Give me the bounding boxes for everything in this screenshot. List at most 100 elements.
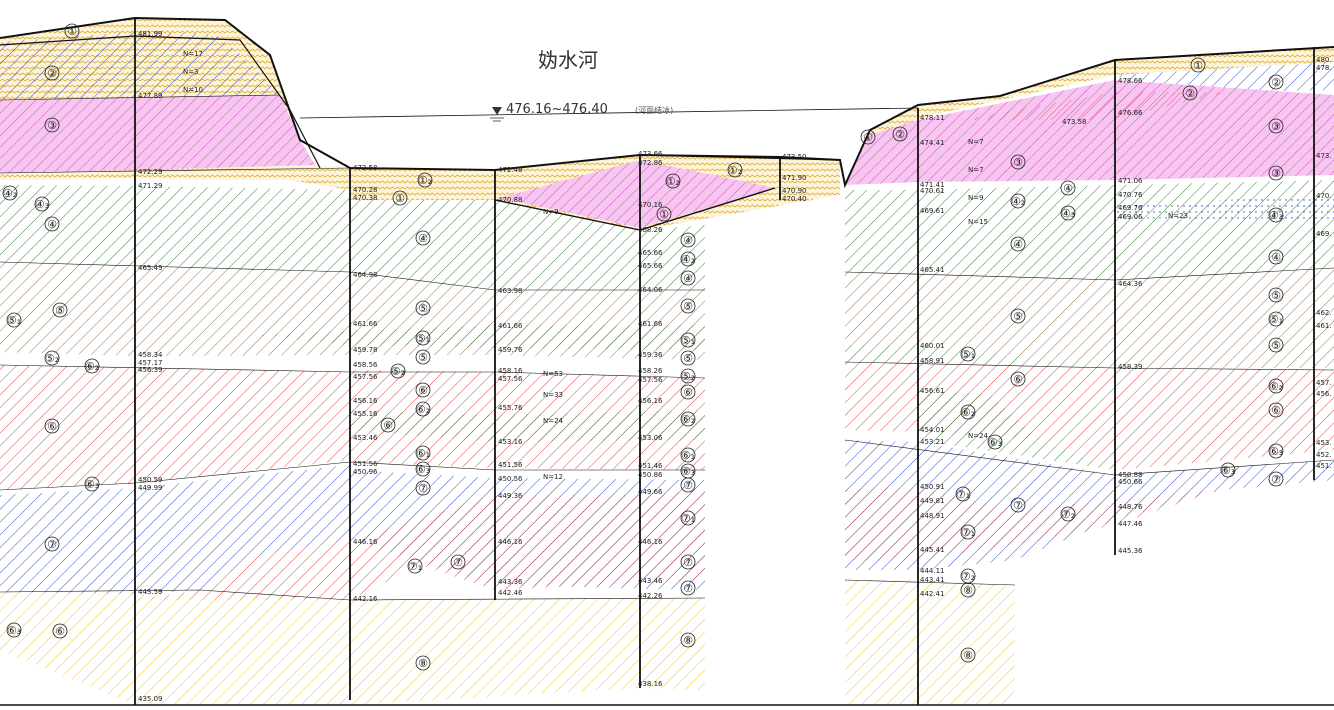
- elev-label: 471.06: [1118, 177, 1143, 185]
- layer-label: ⑥₂: [961, 406, 975, 419]
- layer-label: ⑦: [47, 538, 57, 551]
- layer-label: ①₂: [728, 164, 742, 177]
- elev-label: 442.16: [353, 595, 378, 603]
- layer-label: ⑥: [383, 419, 393, 432]
- elev-label: 453.06: [638, 434, 663, 442]
- elev-label: 460.01: [920, 342, 945, 350]
- water-level-triangle-icon: [492, 107, 502, 115]
- elev-label: 459.78: [353, 346, 378, 354]
- layer-label: ⑧: [418, 657, 428, 670]
- n-value: N=9: [968, 194, 984, 202]
- elev-label: 458.34: [138, 351, 163, 359]
- elev-label: 461.66: [353, 320, 378, 328]
- layer-label: ⑥: [1013, 373, 1023, 386]
- elev-label: 451.46: [638, 462, 663, 470]
- layer-label: ⑤₁: [416, 332, 430, 345]
- layer-label: ⑥₃: [988, 436, 1002, 449]
- elev-label: 481.99: [138, 30, 163, 38]
- elev-label: 473.: [1316, 152, 1332, 160]
- borehole-4-elevations: 473.66 472.86 470.16 468.26 465.66 465.6…: [638, 150, 663, 688]
- layer-label: ③: [1271, 167, 1281, 180]
- layer-7a-left: [135, 540, 350, 600]
- layer-8-left: [0, 592, 350, 705]
- elev-label: 449.66: [638, 488, 663, 496]
- layer-4-left: [0, 185, 350, 272]
- borehole-2-elevations: 472.58 470.28 470.38 464.98 461.66 459.7…: [353, 164, 378, 603]
- layer-label: ⑥: [55, 625, 65, 638]
- elev-label: 457.17: [138, 359, 163, 367]
- layer-label: ⑤: [1271, 289, 1281, 302]
- layer-label: ①: [659, 208, 669, 221]
- layer-6a-channel: [350, 410, 705, 442]
- boundaries: [0, 16, 1334, 706]
- layer-label: ⑥₂: [416, 403, 430, 416]
- ground-surface: [0, 16, 1334, 189]
- layer-label: ⑥₃: [1221, 464, 1235, 477]
- elev-label: 449.99: [138, 484, 163, 492]
- layer-label: ⑦: [453, 556, 463, 569]
- elev-label: 470.40: [782, 195, 807, 203]
- water-level-note: (河面结冰): [635, 105, 673, 115]
- elev-label: 444.11: [920, 567, 945, 575]
- elev-label: 458.16: [498, 367, 523, 375]
- elev-label: 476.66: [1118, 109, 1143, 117]
- layer-label: ④₃: [1061, 207, 1075, 220]
- layer-label: ⑦: [683, 479, 693, 492]
- layer-label: ④₂: [3, 187, 17, 200]
- layer-5-right: [845, 268, 1334, 368]
- elev-label: 458.26: [638, 367, 663, 375]
- layer-label: ⑤: [683, 352, 693, 365]
- layer-7a-right: [845, 488, 1220, 560]
- layer-label: ⑤₂: [391, 365, 405, 378]
- layer-label: ⑦₂: [961, 570, 975, 583]
- elev-label: 450.91: [920, 483, 945, 491]
- elev-label: 456.61: [920, 387, 945, 395]
- elev-label: 450.56: [498, 475, 523, 483]
- n-value: N=9: [543, 208, 559, 216]
- left-bank-strata: [0, 18, 350, 705]
- layer-label: ⑧: [683, 634, 693, 647]
- elev-label: 458.39: [1118, 363, 1143, 371]
- elev-label: 471.41: [920, 181, 945, 189]
- water-level-line: [299, 107, 919, 119]
- borehole-3-elevations: 472.48 470.88 463.98 461.66 459.76 458.1…: [498, 166, 523, 597]
- layer-labels: ① ② ③ ④₂ ④₃ ④ ⑤ ⑤₁ ⑤₂ ⑥₂ ⑥ ⑥₃ ⑦ ⑥₃ ⑥ ①₂ …: [2, 23, 1284, 671]
- n-value-annotations: N=17 N=3 N=10 N=9 N=53 N=33 N=24 N=12 N=…: [183, 50, 1188, 481]
- elev-label: 470.88: [498, 196, 523, 204]
- elev-label: 458.91: [920, 357, 945, 365]
- elev-label: 446.16: [353, 538, 378, 546]
- elev-label: 449.36: [498, 492, 523, 500]
- layer-label: ⑤₁: [1269, 313, 1283, 326]
- elev-label: 457.56: [498, 375, 523, 383]
- layer-label: ⑤₂: [681, 370, 695, 383]
- layer-label: ⑤: [55, 304, 65, 317]
- layer-label: ⑦₂: [1061, 508, 1075, 521]
- elev-label: 450.96: [353, 468, 378, 476]
- elev-label: 448.76: [1118, 503, 1143, 511]
- layer-label: ⑦: [418, 482, 428, 495]
- layer-label: ⑦₁: [681, 512, 695, 525]
- layer-5-left: [0, 262, 350, 356]
- water-level-marker: 476.16~476.40 (河面结冰): [490, 102, 673, 122]
- layer-3-left: [0, 95, 315, 173]
- n-value: N=53: [543, 370, 563, 378]
- elev-label: 450.88: [1118, 471, 1143, 479]
- water-level-range: 476.16~476.40: [506, 102, 608, 117]
- elev-label: 443.59: [138, 588, 163, 596]
- layer-8-right: [845, 580, 1015, 705]
- layer-label: ⑦: [1271, 473, 1281, 486]
- layer-label: ⑤₂: [45, 352, 59, 365]
- layer-3b-right: [960, 92, 1230, 120]
- layer-label: ④: [1271, 251, 1281, 264]
- right-bank-strata: [845, 47, 1334, 705]
- elev-label: 470.61: [920, 187, 945, 195]
- elev-label: 449.81: [920, 497, 945, 505]
- elev-label: 465.66: [638, 262, 663, 270]
- layer-label: ①: [863, 131, 873, 144]
- elev-label: 445.41: [920, 546, 945, 554]
- layer-label: ⑥₂: [1269, 380, 1283, 393]
- elev-label: 455.16: [353, 410, 378, 418]
- river-title: 妫水河: [538, 48, 598, 72]
- channel-clay-lens: [500, 160, 775, 228]
- layer-label: ⑥: [1271, 404, 1281, 417]
